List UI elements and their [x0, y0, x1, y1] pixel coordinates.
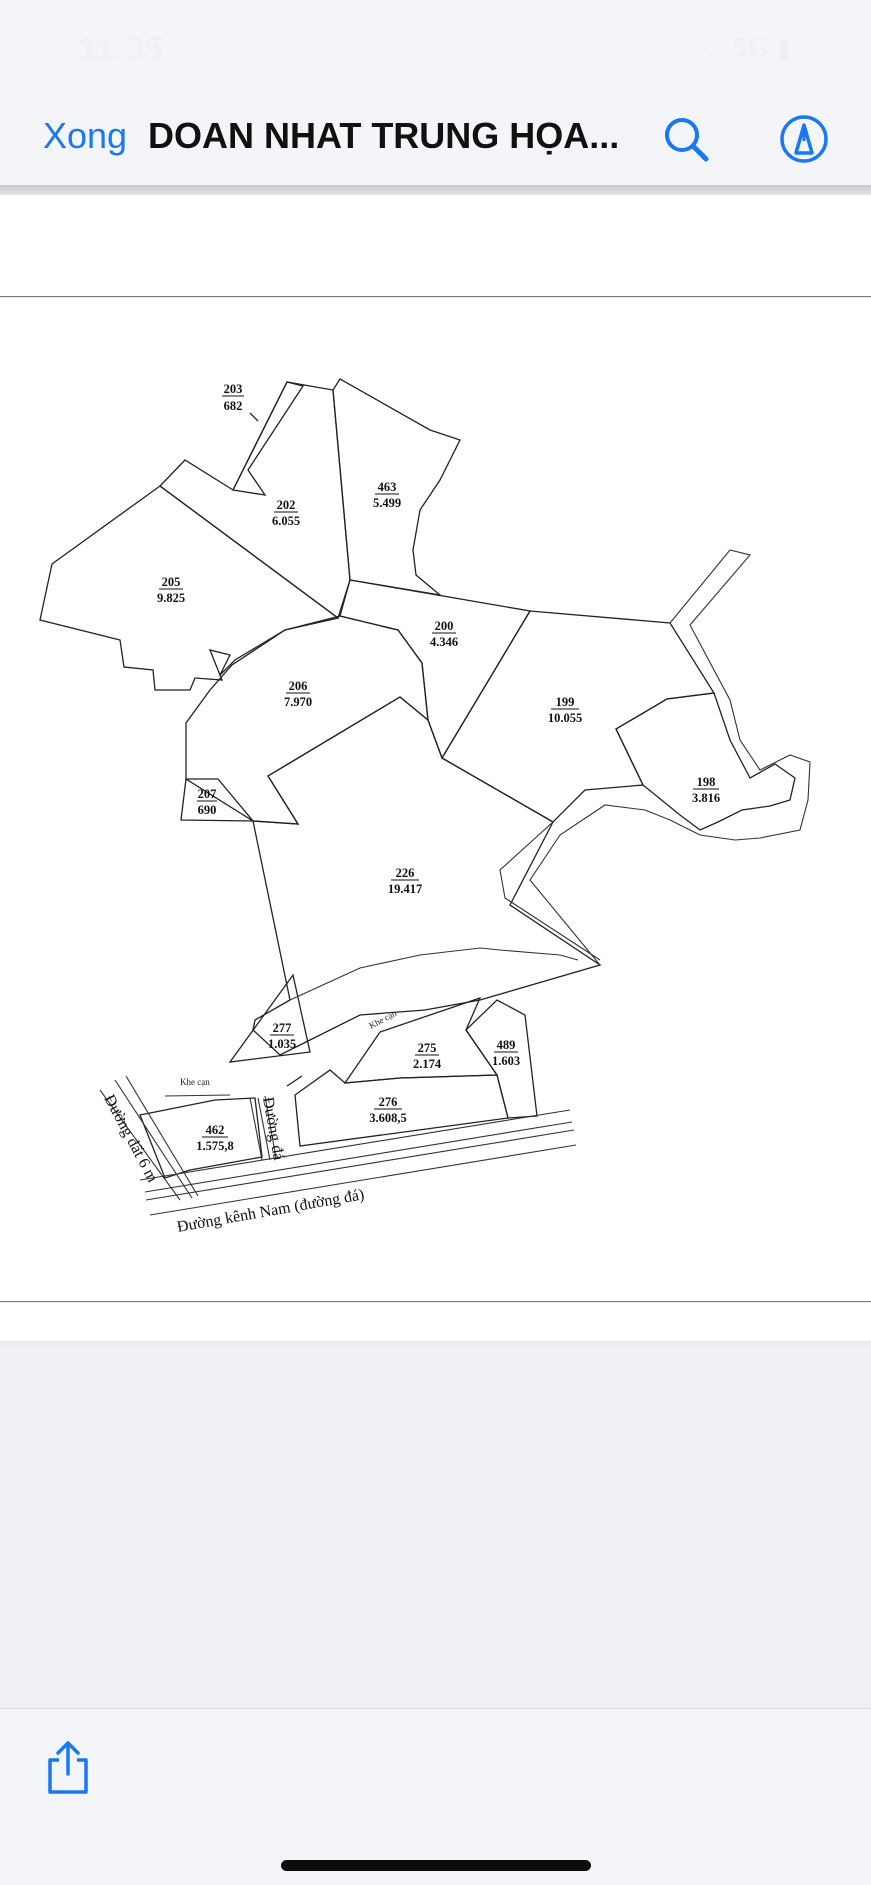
- svg-text:682: 682: [224, 399, 243, 413]
- road-6m-label: Đường đất 6 m: [100, 1092, 161, 1186]
- parcel-label-489: 489 1.603: [492, 1038, 520, 1068]
- svg-text:206: 206: [289, 679, 308, 693]
- canal-road-line-4: [149, 1144, 577, 1216]
- svg-text:275: 275: [418, 1041, 437, 1055]
- stone-road-line-1: [249, 1097, 263, 1161]
- svg-text:690: 690: [198, 803, 217, 817]
- canal-road-label: Đường kênh Nam (đường đá): [176, 1186, 366, 1236]
- flow-arrow: [286, 1075, 303, 1087]
- parcel-label-207: 207 690: [197, 787, 217, 817]
- river-band-inner: [499, 821, 601, 961]
- parcel-shape-206: [185, 615, 429, 825]
- svg-text:199: 199: [556, 695, 575, 709]
- parcel-shape-226: [252, 696, 602, 1056]
- dry-ditch-label-1: Khe cạn: [180, 1077, 210, 1087]
- parcel-label-199: 199 10.055: [548, 695, 582, 725]
- stone-road-label: Đường đá: [259, 1096, 287, 1162]
- svg-text:9.825: 9.825: [157, 591, 185, 605]
- home-indicator[interactable]: [281, 1860, 591, 1871]
- svg-text:226: 226: [396, 866, 415, 880]
- parcel-shape-276: [294, 1069, 509, 1147]
- parcel-label-206: 206 7.970: [284, 679, 312, 709]
- stone-road-line-2: [257, 1097, 271, 1161]
- done-button[interactable]: Xong: [43, 115, 128, 156]
- svg-text:205: 205: [162, 575, 181, 589]
- search-button[interactable]: [658, 111, 714, 167]
- parcel-label-463: 463 5.499: [373, 480, 401, 510]
- road-6m-line-3: [125, 1075, 199, 1197]
- parcel-label-226: 226 19.417: [388, 866, 422, 896]
- svg-text:2.174: 2.174: [413, 1057, 442, 1071]
- svg-text:3.816: 3.816: [692, 791, 720, 805]
- dry-ditch-line: [164, 1094, 231, 1097]
- svg-text:1.575,8: 1.575,8: [196, 1139, 234, 1153]
- share-icon: [48, 1741, 88, 1794]
- svg-text:5.499: 5.499: [373, 496, 401, 510]
- parcel-label-205: 205 9.825: [157, 575, 185, 605]
- road-6m-line-1: [99, 1089, 181, 1201]
- parcel-shape-463: [332, 378, 461, 597]
- svg-text:202: 202: [277, 498, 296, 512]
- parcel-label-275: 275 2.174: [413, 1041, 442, 1071]
- document-viewer[interactable]: 203 682 202 6.055 463 5.499 205: [0, 195, 871, 1345]
- parcel-label-276: 276 3.608,5: [369, 1095, 407, 1125]
- svg-text:277: 277: [273, 1021, 292, 1035]
- document-page: 203 682 202 6.055 463 5.499 205: [0, 298, 871, 1302]
- svg-text:10.055: 10.055: [548, 711, 582, 725]
- svg-text:489: 489: [497, 1038, 516, 1052]
- parcel-shape-202: [159, 381, 351, 620]
- svg-text:203: 203: [224, 382, 243, 396]
- parcel-shape-462: [139, 1097, 263, 1179]
- svg-text:1.603: 1.603: [492, 1054, 520, 1068]
- parcel-shape-277: [228, 973, 311, 1063]
- parcel-label-203: 203 682: [222, 382, 244, 413]
- ditch-band: [289, 947, 579, 1001]
- canal-road-line-1: [139, 1109, 571, 1181]
- stone-road-line-3: [264, 1095, 277, 1159]
- ditch-band-inner: [379, 1014, 431, 1033]
- canal-road-line-3: [145, 1129, 575, 1201]
- svg-text:4.346: 4.346: [430, 635, 458, 649]
- document-title: DOAN NHAT TRUNG HỌA...: [148, 115, 620, 156]
- svg-text:463: 463: [378, 480, 397, 494]
- svg-text:207: 207: [198, 787, 217, 801]
- parcel-shape-203: [232, 381, 305, 496]
- bottom-toolbar: [0, 1708, 871, 1885]
- pen-tip-circle-icon: [780, 115, 828, 163]
- magnifier-icon: [665, 118, 709, 162]
- road-6m-line-2: [114, 1079, 193, 1199]
- cadastral-map: 203 682 202 6.055 463 5.499 205: [39, 378, 811, 1236]
- pointer-203: [249, 412, 259, 422]
- svg-text:1.035: 1.035: [268, 1037, 296, 1051]
- parcel-label-462: 462 1.575,8: [196, 1123, 234, 1153]
- svg-text:19.417: 19.417: [388, 882, 422, 896]
- svg-text:198: 198: [697, 775, 716, 789]
- next-page: [0, 1303, 871, 1341]
- river-band: [529, 549, 811, 966]
- parcel-shape-198: [615, 692, 796, 831]
- parcel-label-200: 200 4.346: [430, 619, 458, 649]
- nav-separator: [0, 185, 871, 195]
- svg-text:200: 200: [435, 619, 454, 633]
- share-button[interactable]: [44, 1740, 92, 1796]
- svg-text:6.055: 6.055: [272, 514, 300, 528]
- parcel-label-202: 202 6.055: [272, 498, 300, 528]
- status-time: 11:35: [78, 30, 164, 68]
- nav-bar: Xong DOAN NHAT TRUNG HỌA...: [0, 95, 871, 185]
- svg-text:276: 276: [379, 1095, 398, 1109]
- previous-page: [0, 195, 871, 297]
- parcel-label-198: 198 3.816: [692, 775, 720, 805]
- parcel-label-277: 277 1.035: [268, 1021, 296, 1051]
- parcel-shape-200: [339, 579, 532, 760]
- svg-text:7.970: 7.970: [284, 695, 312, 709]
- markup-button[interactable]: [776, 111, 832, 167]
- status-icons: … 5G ▮: [697, 34, 791, 64]
- svg-text:462: 462: [206, 1123, 225, 1137]
- status-bar: 11:35 … 5G ▮: [0, 0, 871, 95]
- svg-text:3.608,5: 3.608,5: [369, 1111, 407, 1125]
- canal-road-line-2: [144, 1121, 573, 1193]
